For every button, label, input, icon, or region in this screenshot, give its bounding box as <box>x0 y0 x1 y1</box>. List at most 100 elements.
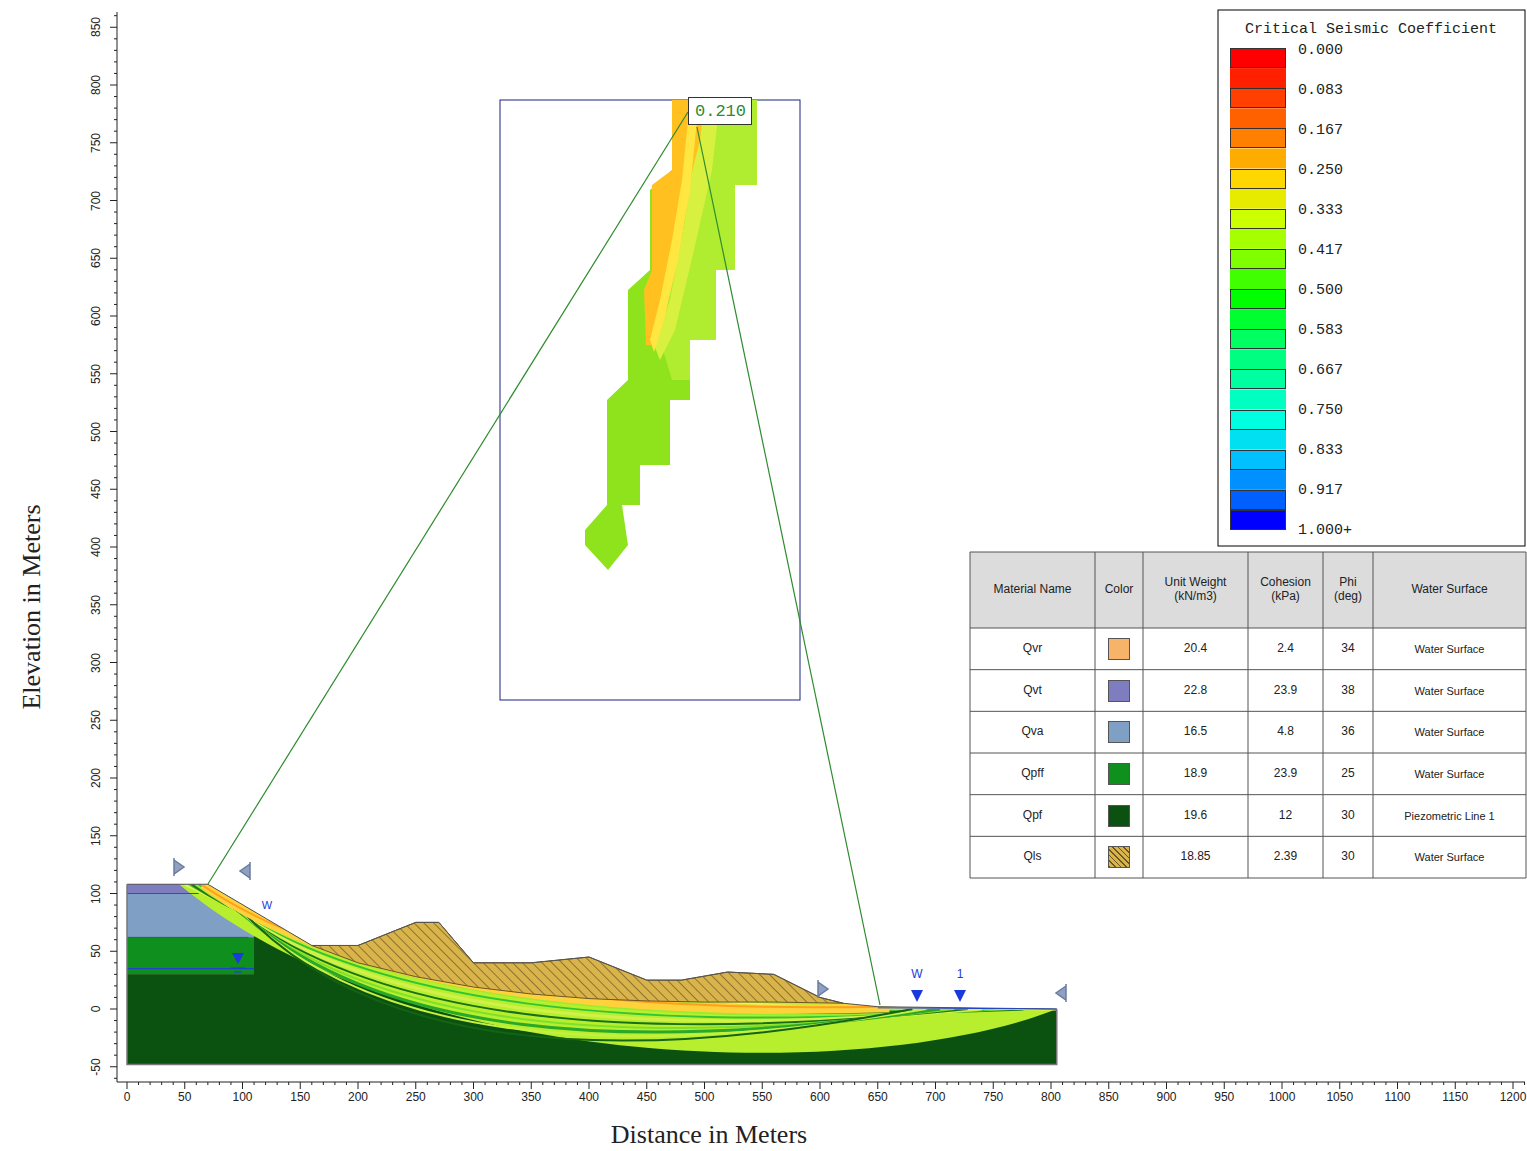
y-tick <box>114 789 117 790</box>
material-name: Qpf <box>1023 809 1042 823</box>
x-tick <box>1524 1082 1525 1085</box>
y-tick <box>114 766 117 767</box>
x-tick <box>161 1082 162 1085</box>
y-tick <box>114 339 117 340</box>
y-tick <box>114 928 117 929</box>
scale-swatch <box>1230 329 1286 349</box>
y-tick <box>114 443 117 444</box>
material-table <box>970 552 1526 878</box>
y-tick <box>114 743 117 744</box>
x-tick <box>496 1082 497 1085</box>
y-tick <box>114 731 117 732</box>
x-tick <box>1247 1082 1248 1085</box>
x-tick <box>658 1082 659 1085</box>
y-tick-label: -50 <box>90 1058 104 1075</box>
x-tick <box>600 1082 601 1085</box>
y-tick <box>110 893 117 894</box>
x-tick-label: 1000 <box>1269 1091 1296 1105</box>
y-tick <box>110 258 117 259</box>
y-tick <box>114 108 117 109</box>
x-tick <box>1131 1082 1132 1085</box>
x-tick <box>692 1082 693 1085</box>
y-tick <box>114 61 117 62</box>
y-tick-label: 550 <box>90 364 104 384</box>
scale-value: 0.667 <box>1298 362 1343 379</box>
y-tick <box>114 650 117 651</box>
y-tick <box>114 812 117 813</box>
table-header: Cohesion (kPa) <box>1251 576 1320 604</box>
x-tick <box>1166 1082 1167 1089</box>
y-tick <box>114 73 117 74</box>
scale-swatch <box>1230 48 1286 68</box>
x-tick <box>970 1082 971 1085</box>
x-tick <box>635 1082 636 1085</box>
x-tick <box>912 1082 913 1085</box>
x-tick <box>207 1082 208 1085</box>
material-name: Qls <box>1024 850 1042 864</box>
contour-band <box>219 884 912 1040</box>
x-tick-label: 900 <box>1156 1091 1176 1105</box>
x-tick <box>473 1082 474 1089</box>
x-tick <box>265 1082 266 1085</box>
y-tick <box>114 858 117 859</box>
scale-value: 0.833 <box>1298 442 1343 459</box>
table-cell: 2.39 <box>1274 850 1297 864</box>
y-tick <box>114 188 117 189</box>
table-header: Color <box>1098 583 1140 597</box>
y-tick <box>110 1009 117 1010</box>
x-tick <box>1282 1082 1283 1089</box>
material-swatch <box>1108 846 1130 868</box>
scale-value: 0.000 <box>1298 42 1343 59</box>
y-tick <box>114 824 117 825</box>
x-tick <box>739 1082 740 1085</box>
scale-value: 0.167 <box>1298 122 1343 139</box>
scale-swatch <box>1230 249 1286 269</box>
table-cell: 18.85 <box>1180 850 1210 864</box>
table-header: Material Name <box>973 583 1092 597</box>
y-tick-label: 450 <box>90 479 104 499</box>
x-tick <box>1385 1082 1386 1085</box>
y-tick-label: 150 <box>90 826 104 846</box>
y-tick <box>114 535 117 536</box>
x-tick <box>993 1082 994 1089</box>
scale-swatch <box>1230 369 1286 389</box>
scale-value: 0.250 <box>1298 162 1343 179</box>
y-tick <box>110 27 117 28</box>
x-tick <box>150 1082 151 1085</box>
y-tick-label: 400 <box>90 537 104 557</box>
y-tick <box>114 639 117 640</box>
x-tick <box>219 1082 220 1085</box>
material-swatch <box>1108 680 1130 702</box>
x-tick <box>508 1082 509 1085</box>
x-tick <box>565 1082 566 1085</box>
scale-value: 0.083 <box>1298 82 1343 99</box>
x-tick <box>1039 1082 1040 1085</box>
x-tick-label: 1200 <box>1500 1091 1527 1105</box>
y-tick-label: 350 <box>90 595 104 615</box>
table-cell: 38 <box>1341 684 1354 698</box>
x-tick <box>889 1082 890 1085</box>
scale-value: 0.917 <box>1298 482 1343 499</box>
y-tick <box>114 512 117 513</box>
x-tick <box>1178 1082 1179 1085</box>
y-tick <box>114 350 117 351</box>
x-tick <box>127 1082 128 1089</box>
x-tick <box>935 1082 936 1089</box>
y-tick-label: 800 <box>90 75 104 95</box>
x-tick <box>1062 1082 1063 1085</box>
x-tick <box>843 1082 844 1085</box>
contour-band <box>185 884 1051 1009</box>
x-tick <box>485 1082 486 1085</box>
y-tick <box>114 593 117 594</box>
x-tick <box>369 1082 370 1085</box>
x-tick <box>392 1082 393 1085</box>
x-tick <box>1489 1082 1490 1085</box>
y-tick <box>114 500 117 501</box>
x-tick <box>277 1082 278 1085</box>
x-tick-label: 450 <box>637 1091 657 1105</box>
x-tick <box>1016 1082 1017 1085</box>
x-tick <box>646 1082 647 1089</box>
y-tick <box>114 235 117 236</box>
y-tick <box>114 697 117 698</box>
x-tick <box>427 1082 428 1085</box>
